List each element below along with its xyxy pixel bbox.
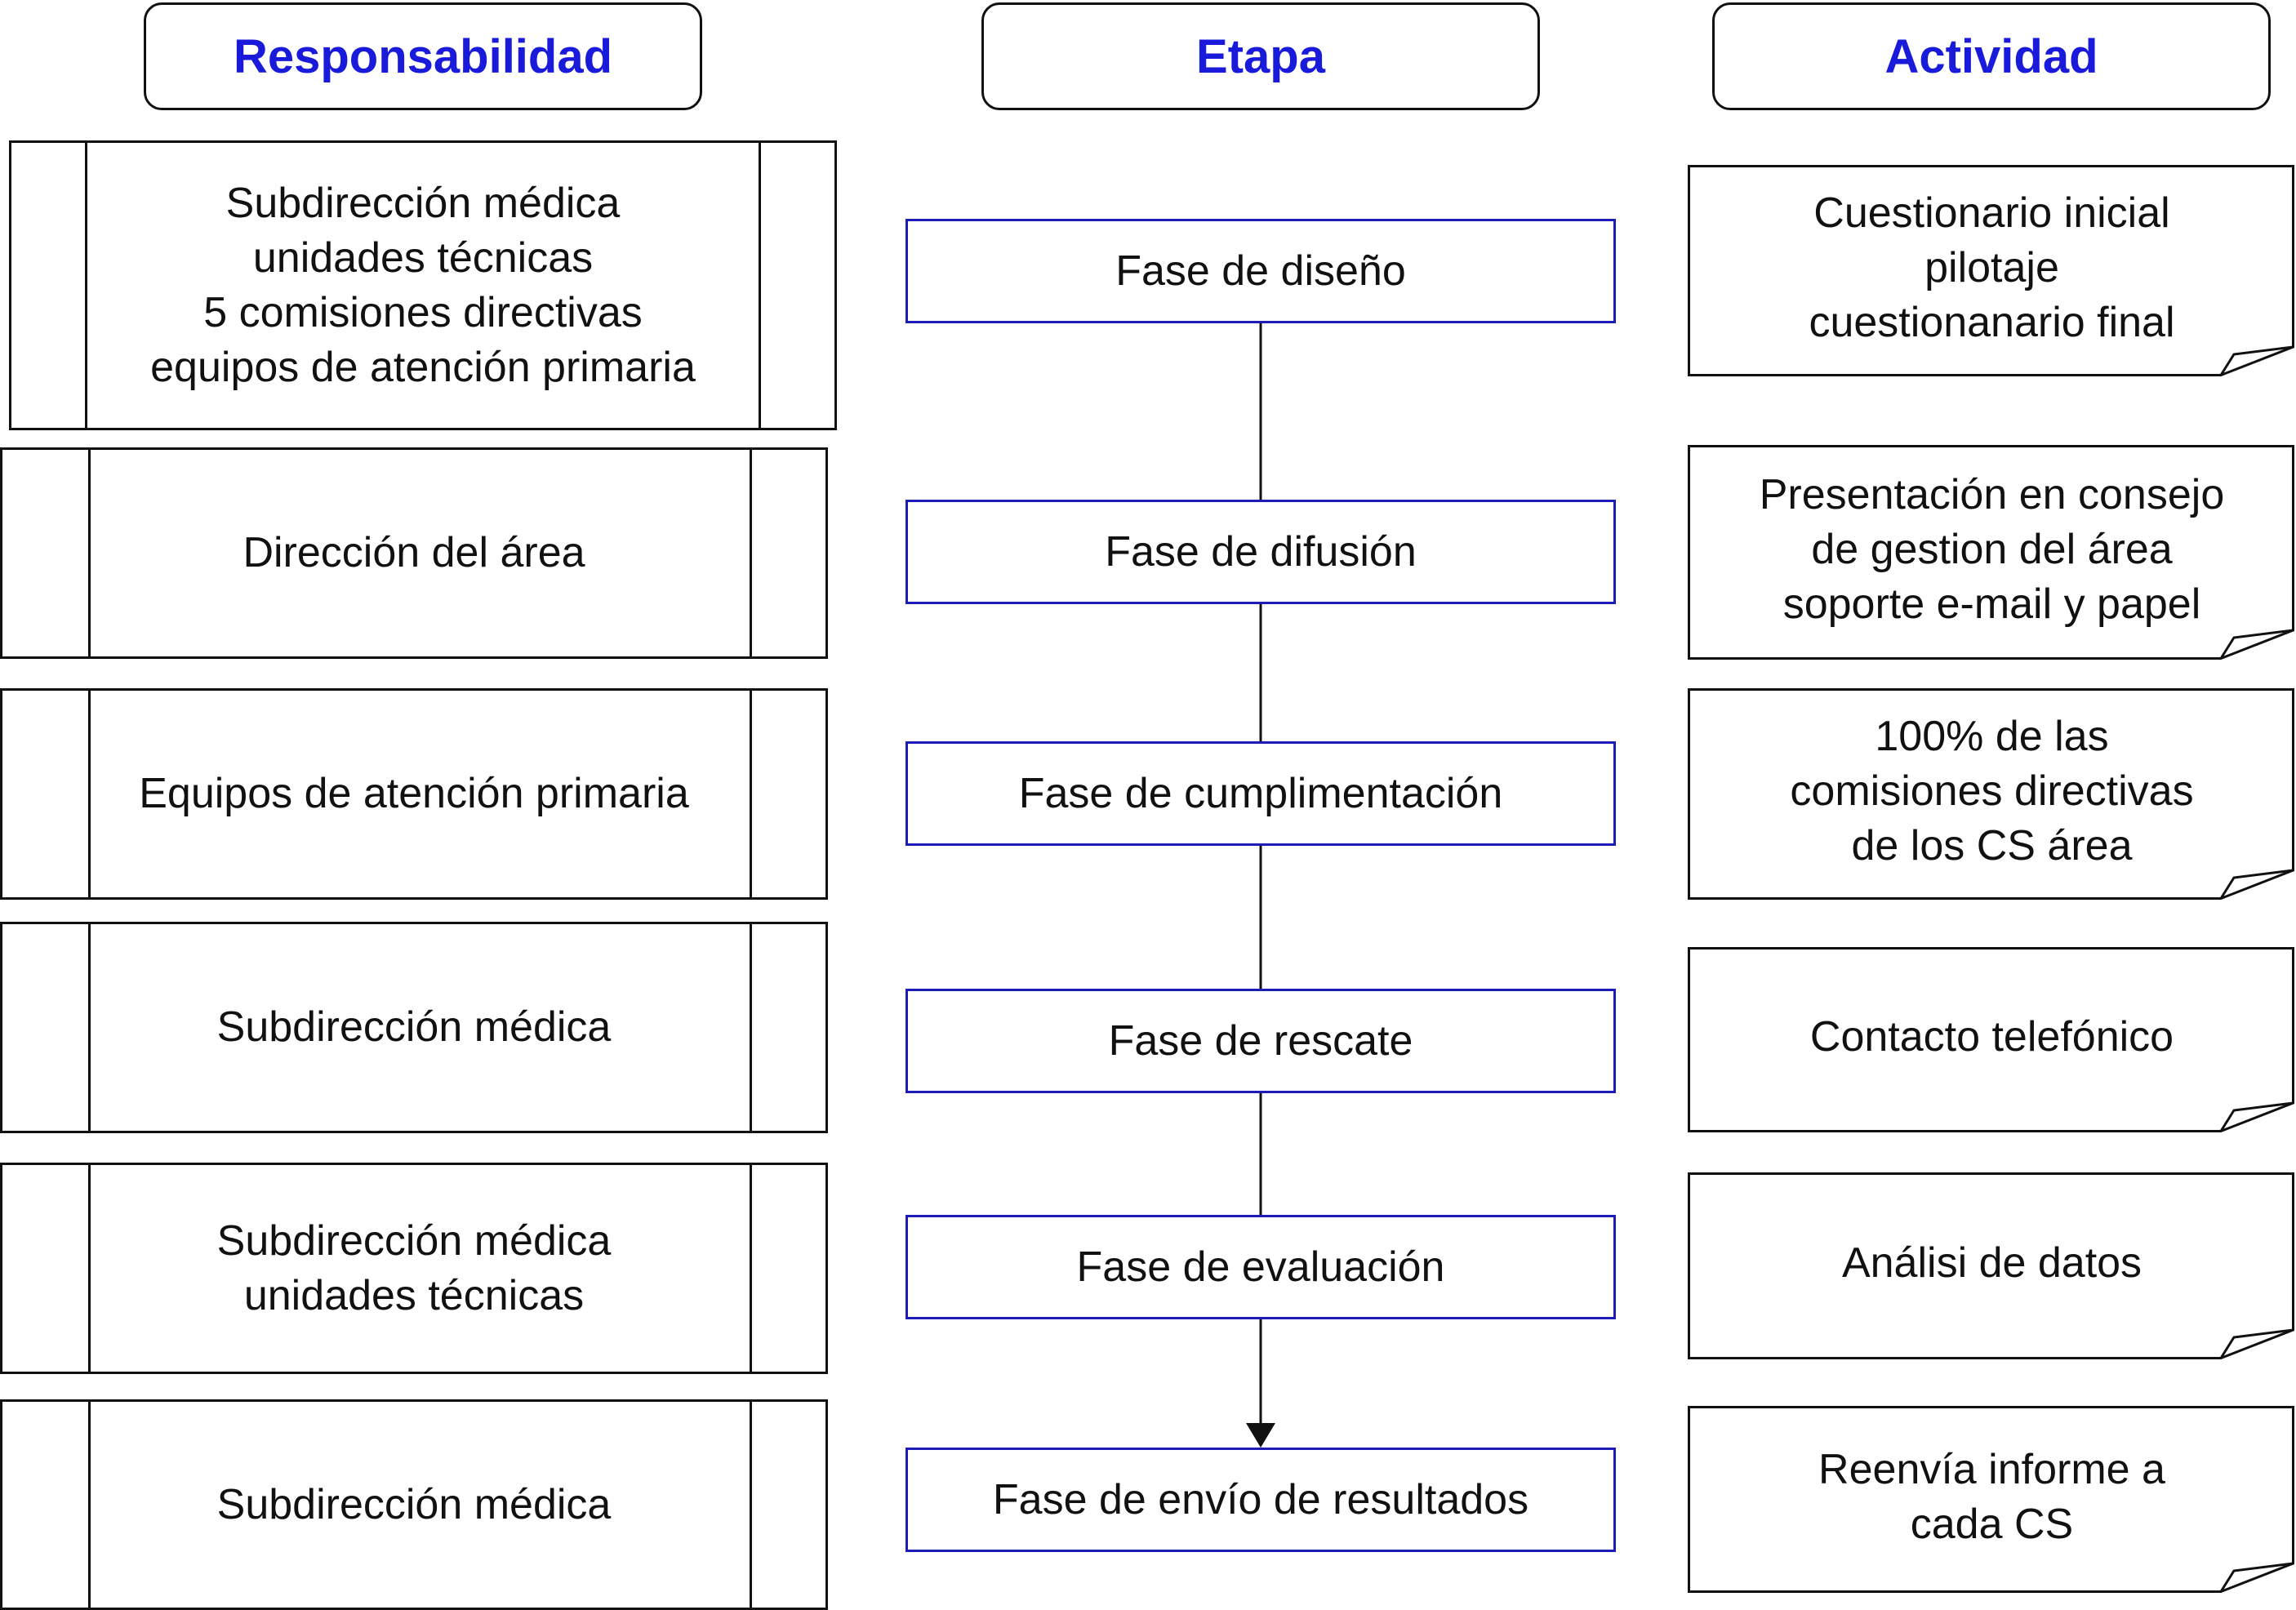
box-side-bar xyxy=(750,1165,752,1372)
box-side-bar xyxy=(750,691,752,897)
stage-box-design: Fase de diseño xyxy=(905,219,1616,323)
note-shape xyxy=(1688,445,2294,660)
note-shape xyxy=(1688,947,2294,1132)
stage-box-rescue: Fase de rescate xyxy=(905,989,1616,1093)
note-shape xyxy=(1688,1406,2294,1593)
box-side-bar xyxy=(85,143,87,428)
activity-text: Contacto telefónico xyxy=(1809,1013,2174,1061)
header-activity: Actividad xyxy=(1712,2,2271,110)
stage-box-completion: Fase de cumplimentación xyxy=(905,741,1616,846)
activity-text: Reenvía informe a cada CS xyxy=(1818,1445,2165,1548)
responsibility-text: Dirección del área xyxy=(243,529,585,576)
responsibility-text: Subdirección médica unidades técnicas xyxy=(216,1216,612,1319)
activity-text: Cuestionario inicial pilotaje cuestionan… xyxy=(1809,189,2175,346)
box-side-bar xyxy=(88,450,91,656)
responsibility-text: Subdirección médica unidades técnicas 5 … xyxy=(150,179,696,391)
note-shape xyxy=(1688,688,2294,900)
box-side-bar xyxy=(88,924,91,1131)
box-side-bar xyxy=(88,1402,91,1608)
stage-box-results: Fase de envío de resultados xyxy=(905,1448,1616,1552)
activity-note-results: Reenvía informe a cada CS xyxy=(1688,1406,2296,1593)
note-shape xyxy=(1688,1172,2294,1359)
responsibility-box-design: Subdirección médica unidades técnicas 5 … xyxy=(9,140,837,430)
responsibility-box-completion: Equipos de atención primaria xyxy=(0,688,828,900)
responsibility-text: Equipos de atención primaria xyxy=(139,770,689,817)
activity-text: 100% de las comisiones directivas de los… xyxy=(1790,713,2194,869)
box-side-bar xyxy=(750,450,752,656)
box-side-bar xyxy=(750,1402,752,1608)
activity-text: Presentación en consejo de gestion del á… xyxy=(1759,471,2225,628)
note-shape xyxy=(1688,165,2294,376)
activity-note-evaluation: Análisi de datos xyxy=(1688,1172,2296,1359)
header-responsibility: Responsabilidad xyxy=(144,2,702,110)
stage-box-diffusion: Fase de difusión xyxy=(905,500,1616,604)
responsibility-text: Subdirección médica xyxy=(216,1480,612,1528)
responsibility-box-evaluation: Subdirección médica unidades técnicas xyxy=(0,1163,828,1374)
responsibility-text: Subdirección médica xyxy=(216,1003,612,1051)
header-stage: Etapa xyxy=(981,2,1540,110)
responsibility-box-results: Subdirección médica xyxy=(0,1399,828,1610)
activity-note-diffusion: Presentación en consejo de gestion del á… xyxy=(1688,445,2296,660)
box-side-bar xyxy=(759,143,761,428)
activity-note-design: Cuestionario inicial pilotaje cuestionan… xyxy=(1688,165,2296,376)
activity-note-rescue: Contacto telefónico xyxy=(1688,947,2296,1132)
activity-note-completion: 100% de las comisiones directivas de los… xyxy=(1688,688,2296,900)
responsibility-box-diffusion: Dirección del área xyxy=(0,447,828,659)
box-side-bar xyxy=(88,1165,91,1372)
arrowhead xyxy=(1246,1423,1275,1448)
responsibility-box-rescue: Subdirección médica xyxy=(0,922,828,1133)
box-side-bar xyxy=(750,924,752,1131)
activity-text: Análisi de datos xyxy=(1841,1239,2142,1287)
box-side-bar xyxy=(88,691,91,897)
stage-box-evaluation: Fase de evaluación xyxy=(905,1215,1616,1319)
